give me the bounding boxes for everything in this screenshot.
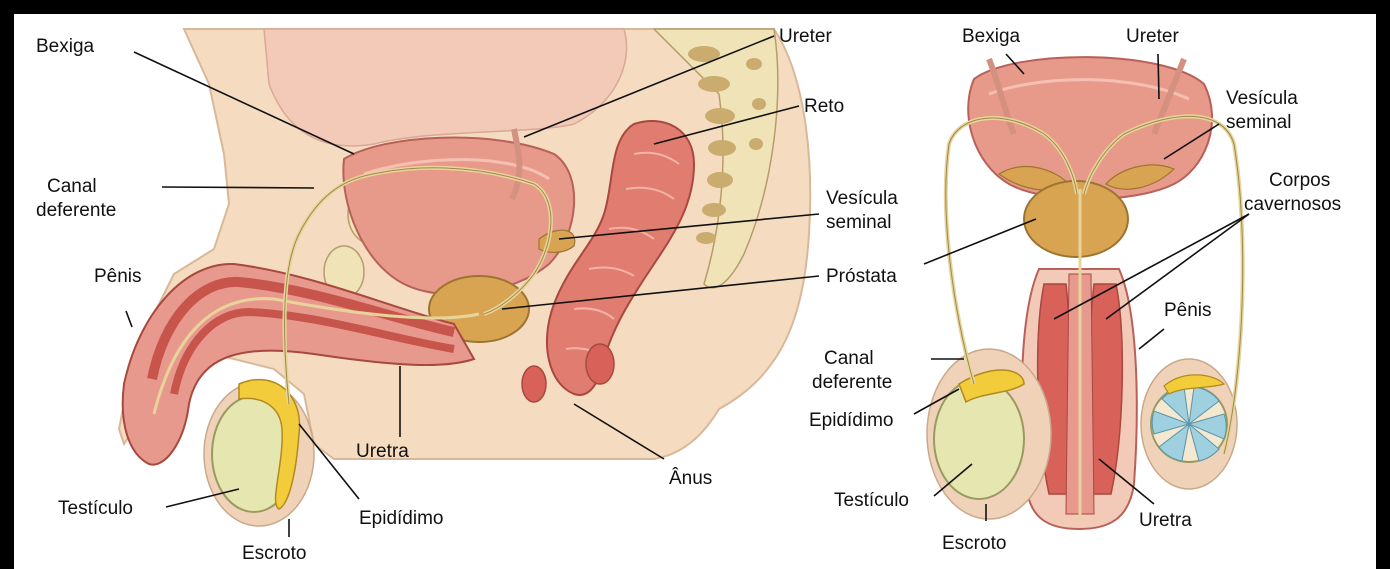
reproductive-system-diagram: Bexiga Ureter Reto Canal deferente Vesíc… bbox=[14, 14, 1376, 569]
label-testiculo-sagittal: Testículo bbox=[58, 498, 133, 519]
label-bexiga-sagittal: Bexiga bbox=[36, 36, 95, 57]
diagram-canvas: Bexiga Ureter Reto Canal deferente Vesíc… bbox=[14, 14, 1376, 569]
label-ureter-sagittal: Ureter bbox=[779, 26, 832, 47]
label-vesicula-sagittal-2: seminal bbox=[826, 212, 891, 233]
label-vesicula-frontal-1: Vesícula bbox=[1226, 88, 1298, 109]
label-canal-frontal-2: deferente bbox=[812, 372, 892, 393]
label-escroto-sagittal: Escroto bbox=[242, 543, 306, 564]
sagittal-view bbox=[119, 29, 810, 526]
label-canal-sagittal-1: Canal bbox=[47, 176, 97, 197]
label-vesicula-sagittal-1: Vesícula bbox=[826, 188, 898, 209]
label-bexiga-frontal: Bexiga bbox=[962, 26, 1021, 47]
label-anus: Ânus bbox=[669, 467, 712, 489]
label-penis-frontal: Pênis bbox=[1164, 300, 1212, 321]
label-testiculo-frontal: Testículo bbox=[834, 490, 909, 511]
anal-canal-upper bbox=[586, 344, 614, 384]
frontal-view bbox=[927, 57, 1243, 529]
label-corpos-1: Corpos bbox=[1269, 170, 1330, 191]
label-epididimo-sagittal: Epidídimo bbox=[359, 508, 444, 529]
label-uretra-sagittal: Uretra bbox=[356, 441, 409, 462]
label-escroto-frontal: Escroto bbox=[942, 533, 1006, 554]
label-reto: Reto bbox=[804, 96, 844, 117]
label-prostata: Próstata bbox=[826, 266, 897, 287]
anal-canal-lower bbox=[522, 366, 546, 402]
label-corpos-2: cavernosos bbox=[1244, 194, 1341, 215]
label-canal-sagittal-2: deferente bbox=[36, 200, 116, 221]
label-uretra-frontal: Uretra bbox=[1139, 510, 1192, 531]
label-canal-frontal-1: Canal bbox=[824, 348, 874, 369]
label-penis-sagittal: Pênis bbox=[94, 266, 142, 287]
label-epididimo-frontal: Epidídimo bbox=[809, 410, 894, 431]
label-vesicula-frontal-2: seminal bbox=[1226, 112, 1291, 133]
label-ureter-frontal: Ureter bbox=[1126, 26, 1179, 47]
